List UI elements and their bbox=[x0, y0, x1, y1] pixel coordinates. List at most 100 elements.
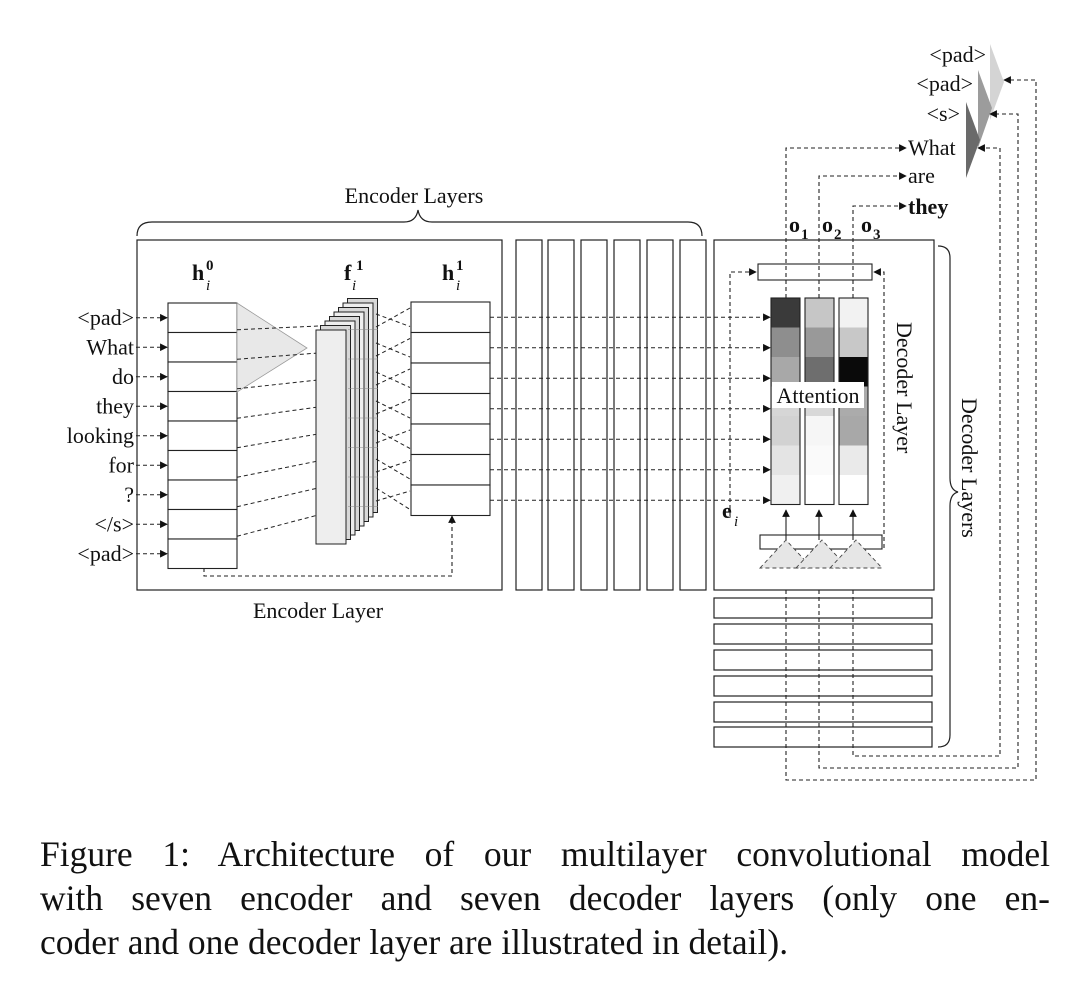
svg-text:3: 3 bbox=[873, 227, 881, 243]
decoder-input-token: <s> bbox=[927, 101, 960, 126]
embedding-cell bbox=[167, 420, 238, 452]
conv-output-connections bbox=[375, 307, 411, 510]
svg-text:1: 1 bbox=[356, 258, 364, 274]
convolution-window bbox=[236, 302, 308, 393]
encoder-output-column bbox=[410, 301, 491, 517]
encoder-output-cell bbox=[410, 331, 491, 364]
attention-weight-cell bbox=[805, 445, 834, 475]
decoder-output-tokens: are they bbox=[908, 163, 948, 219]
svg-text:f: f bbox=[344, 260, 352, 285]
decoder-conv-windows bbox=[758, 539, 884, 569]
encoder-output-cell bbox=[410, 362, 491, 395]
svg-text:0: 0 bbox=[206, 258, 214, 274]
decoder-layer-label: Decoder Layer bbox=[892, 322, 917, 454]
embedding-cell bbox=[167, 538, 238, 570]
input-token: What bbox=[86, 334, 134, 359]
decoder-layers-brace bbox=[937, 245, 959, 748]
decoder-input-tokens: <pad> <pad> <s> What bbox=[908, 42, 986, 160]
feedback-loops bbox=[785, 76, 1037, 781]
decoder-output-token: are bbox=[908, 163, 935, 188]
embedding-cell bbox=[167, 361, 238, 393]
svg-text:i: i bbox=[456, 278, 460, 294]
attention-weight-cell bbox=[805, 416, 834, 446]
decoder-input-token: <pad> bbox=[929, 42, 986, 67]
attention-label: Attention bbox=[776, 383, 859, 408]
filter-stack bbox=[315, 298, 378, 545]
embedding-cell bbox=[167, 508, 238, 540]
decoder-internal-arrows bbox=[729, 268, 885, 548]
encoder-layer-box bbox=[136, 239, 503, 591]
input-token: <pad> bbox=[77, 305, 134, 330]
attention-weight-cell bbox=[839, 475, 868, 505]
output-label: o bbox=[789, 212, 800, 237]
svg-text:i: i bbox=[734, 514, 738, 530]
stacked-decoder-layers bbox=[713, 597, 933, 748]
attention-weight-cell bbox=[771, 445, 800, 475]
architecture-diagram: Encoder Layers Encoder Layer h i 0 f i 1… bbox=[67, 42, 1037, 781]
decoder-layers-label: Decoder Layers bbox=[957, 398, 982, 538]
encoder-layers-label: Encoder Layers bbox=[345, 183, 484, 208]
attention-label-bg bbox=[772, 382, 864, 408]
input-token: looking bbox=[67, 423, 134, 448]
caption-line-3: coder and one decoder layer are illustra… bbox=[40, 922, 789, 962]
decoder-output-token: they bbox=[908, 194, 948, 219]
attention-weight-cell bbox=[771, 357, 800, 387]
encoder-output-cell bbox=[410, 392, 491, 425]
input-token: they bbox=[96, 393, 134, 418]
output-label: o bbox=[822, 212, 833, 237]
attention-weight-cell bbox=[839, 298, 868, 328]
decoder-input-triangle bbox=[966, 102, 980, 178]
output-label: o bbox=[861, 212, 872, 237]
embedding-cell bbox=[167, 449, 238, 481]
decoder-input-token: What bbox=[908, 135, 956, 160]
attention-weight-cell bbox=[805, 298, 834, 328]
svg-text:2: 2 bbox=[834, 227, 842, 243]
attention-weight-cell bbox=[805, 475, 834, 505]
svg-text:1: 1 bbox=[456, 258, 464, 274]
decoder-input-triangle bbox=[990, 44, 1004, 120]
decoder-input-token: <pad> bbox=[916, 71, 973, 96]
filter-card bbox=[315, 329, 347, 545]
encoder-output-cell bbox=[410, 423, 491, 456]
e-label: e i bbox=[722, 498, 738, 530]
input-token: ? bbox=[124, 482, 134, 507]
embedding-cell bbox=[167, 302, 238, 334]
svg-text:e: e bbox=[722, 498, 732, 523]
svg-text:1: 1 bbox=[801, 227, 809, 243]
attention-weight-cell bbox=[839, 416, 868, 446]
svg-text:i: i bbox=[206, 278, 210, 294]
input-token: do bbox=[112, 364, 134, 389]
attention-weight-cell bbox=[771, 416, 800, 446]
attention-weight-cell bbox=[839, 445, 868, 475]
decoder-layer-box bbox=[713, 239, 935, 591]
input-token: for bbox=[108, 452, 134, 477]
h0-label: h i 0 bbox=[192, 258, 214, 294]
caption-line-2: with seven encoder and seven decoder lay… bbox=[40, 878, 1050, 918]
embedding-cell bbox=[167, 331, 238, 363]
decoder-output-bar bbox=[757, 263, 873, 281]
encoder-output-cell bbox=[410, 484, 491, 517]
attention-weight-cell bbox=[839, 327, 868, 357]
decoder-input-triangle bbox=[978, 70, 992, 148]
stacked-encoder-layers bbox=[515, 239, 707, 591]
h1-label: h i 1 bbox=[442, 258, 464, 294]
f1-label: f i 1 bbox=[344, 258, 364, 294]
attention-weight-cell bbox=[771, 298, 800, 328]
input-token: <pad> bbox=[77, 541, 134, 566]
svg-text:h: h bbox=[442, 260, 454, 285]
svg-text:h: h bbox=[192, 260, 204, 285]
attention-weight-cell bbox=[839, 357, 868, 387]
attention-weight-cell bbox=[771, 475, 800, 505]
figure-caption: Figure 1: Architecture of our multilayer… bbox=[40, 832, 1050, 964]
encoder-output-cell bbox=[410, 453, 491, 486]
input-embedding-column bbox=[167, 302, 238, 570]
input-token: </s> bbox=[95, 511, 135, 536]
encoder-layer-label: Encoder Layer bbox=[253, 598, 384, 623]
embedding-cell bbox=[167, 479, 238, 511]
encoder-flow-lines bbox=[490, 313, 771, 505]
attention-weight-cell bbox=[805, 327, 834, 357]
input-token-labels: <pad> What do they looking for? </s> <pad> bbox=[67, 305, 168, 566]
decoder-input-triangles bbox=[966, 44, 1004, 178]
attention-weight-cell bbox=[771, 327, 800, 357]
